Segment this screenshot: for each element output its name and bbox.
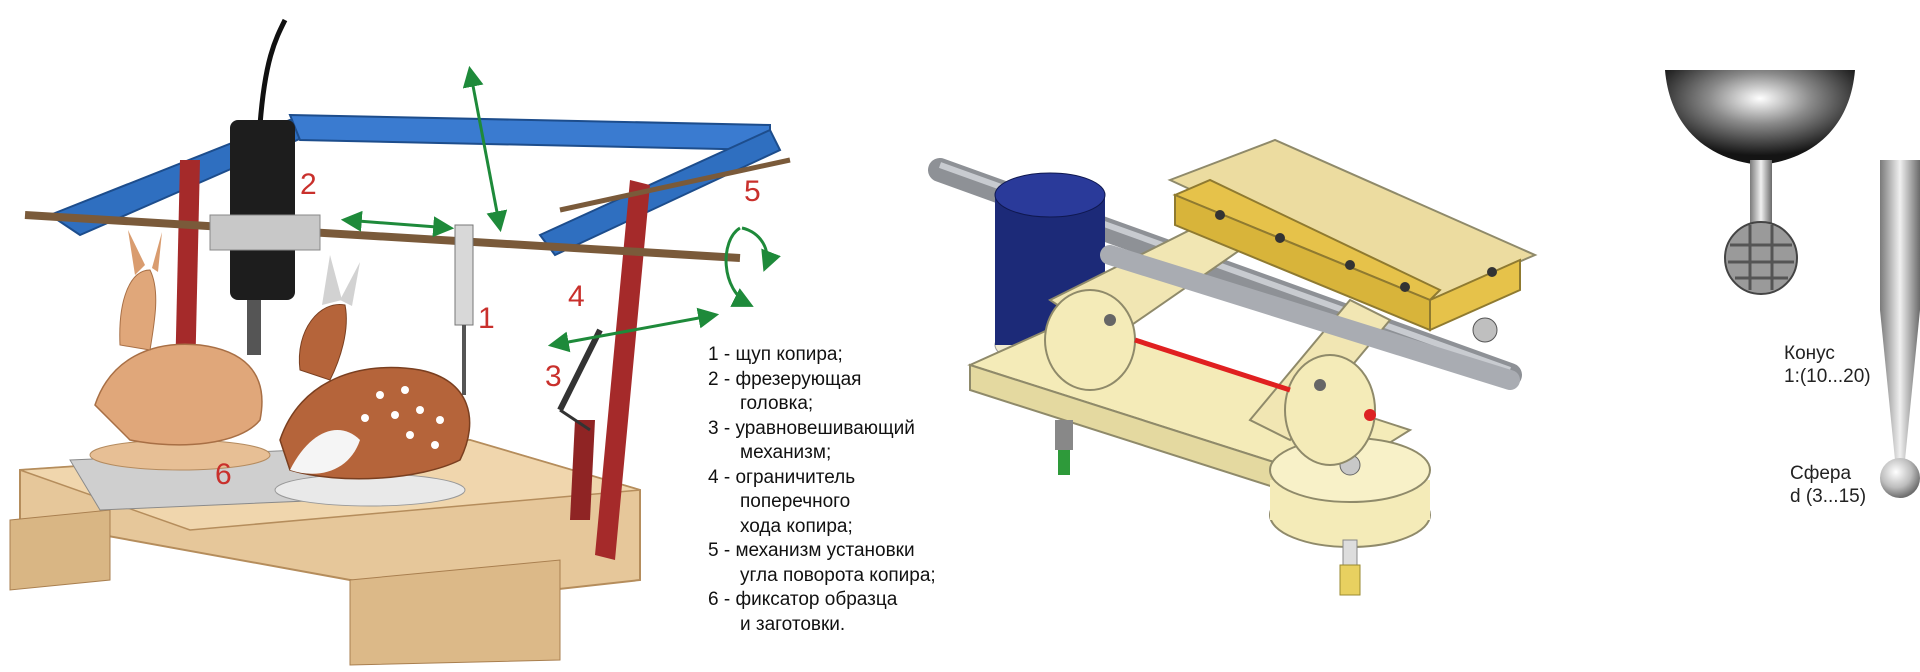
copy-milling-machine-photo: 2 5 4 1 3 6 1 - щуп копира; 2 - фрезерую…	[0, 0, 936, 672]
top-carriage	[1167, 138, 1538, 332]
motion-arrows	[340, 65, 781, 353]
legend-item-5-cont: угла поворота копира;	[740, 564, 936, 586]
cad-mechanism	[928, 138, 1538, 596]
copy-stylus	[1339, 539, 1361, 596]
callout-2: 2	[300, 168, 317, 201]
ball-cutter	[1665, 70, 1855, 295]
legend-item-2: 2 - фрезерующая	[708, 368, 862, 390]
tool-tips-panel: Конус 1:(10...20) Сфера d (3...15)	[1610, 0, 1920, 672]
sphere-label: Сфера d (3...15)	[1790, 462, 1866, 508]
machine-illustration	[9, 18, 791, 666]
front-guide-rod	[1100, 245, 1520, 390]
legend-item-2-cont: головка;	[740, 393, 814, 414]
stylus	[454, 224, 474, 395]
legend-item-6: 6 - фиксатор образца	[708, 589, 898, 610]
cone-label-line-2: 1:(10...20)	[1784, 366, 1871, 387]
porcelain-fawn-sample	[274, 255, 471, 507]
cone-label: Конус 1:(10...20)	[1784, 342, 1871, 388]
legend-item-4: 4 - ограничитель	[708, 466, 856, 488]
tapered-stylus	[1880, 160, 1920, 498]
wooden-deer-model	[89, 230, 271, 471]
callout-1: 1	[478, 302, 495, 335]
tool-tips-illustration	[1665, 70, 1920, 498]
parts-legend: 1 - щуп копира; 2 - фрезерующая головка;…	[708, 343, 936, 637]
red-posts	[175, 160, 650, 560]
legend-item-4-cont-2: хода копира;	[740, 515, 853, 537]
legend-item-3-cont: механизм;	[740, 442, 832, 463]
balancing-mechanism	[557, 328, 603, 432]
legend-item-6-cont: и заготовки.	[740, 613, 846, 635]
lock-nut	[1472, 317, 1498, 343]
callout-6: 6	[215, 458, 232, 491]
sphere-label-line-1: Сфера	[1790, 463, 1852, 484]
callout-4: 4	[568, 280, 585, 313]
sphere-label-line-2: d (3...15)	[1790, 486, 1867, 507]
legend-item-4-cont-1: поперечного	[740, 491, 851, 512]
legend-item-1: 1 - щуп копира;	[708, 344, 843, 365]
legend-item-3: 3 - уравновешивающий	[708, 417, 915, 439]
legend-item-5: 5 - механизм установки	[708, 540, 915, 561]
red-indicator-rod	[1134, 337, 1291, 393]
milling-cutter	[1055, 420, 1073, 475]
swing-arms	[1044, 218, 1392, 466]
cad-model-illustration	[910, 0, 1610, 672]
callout-3: 3	[545, 360, 562, 393]
callout-5: 5	[744, 175, 761, 208]
cone-label-line-1: Конус	[1784, 343, 1835, 364]
router-head	[209, 18, 321, 355]
